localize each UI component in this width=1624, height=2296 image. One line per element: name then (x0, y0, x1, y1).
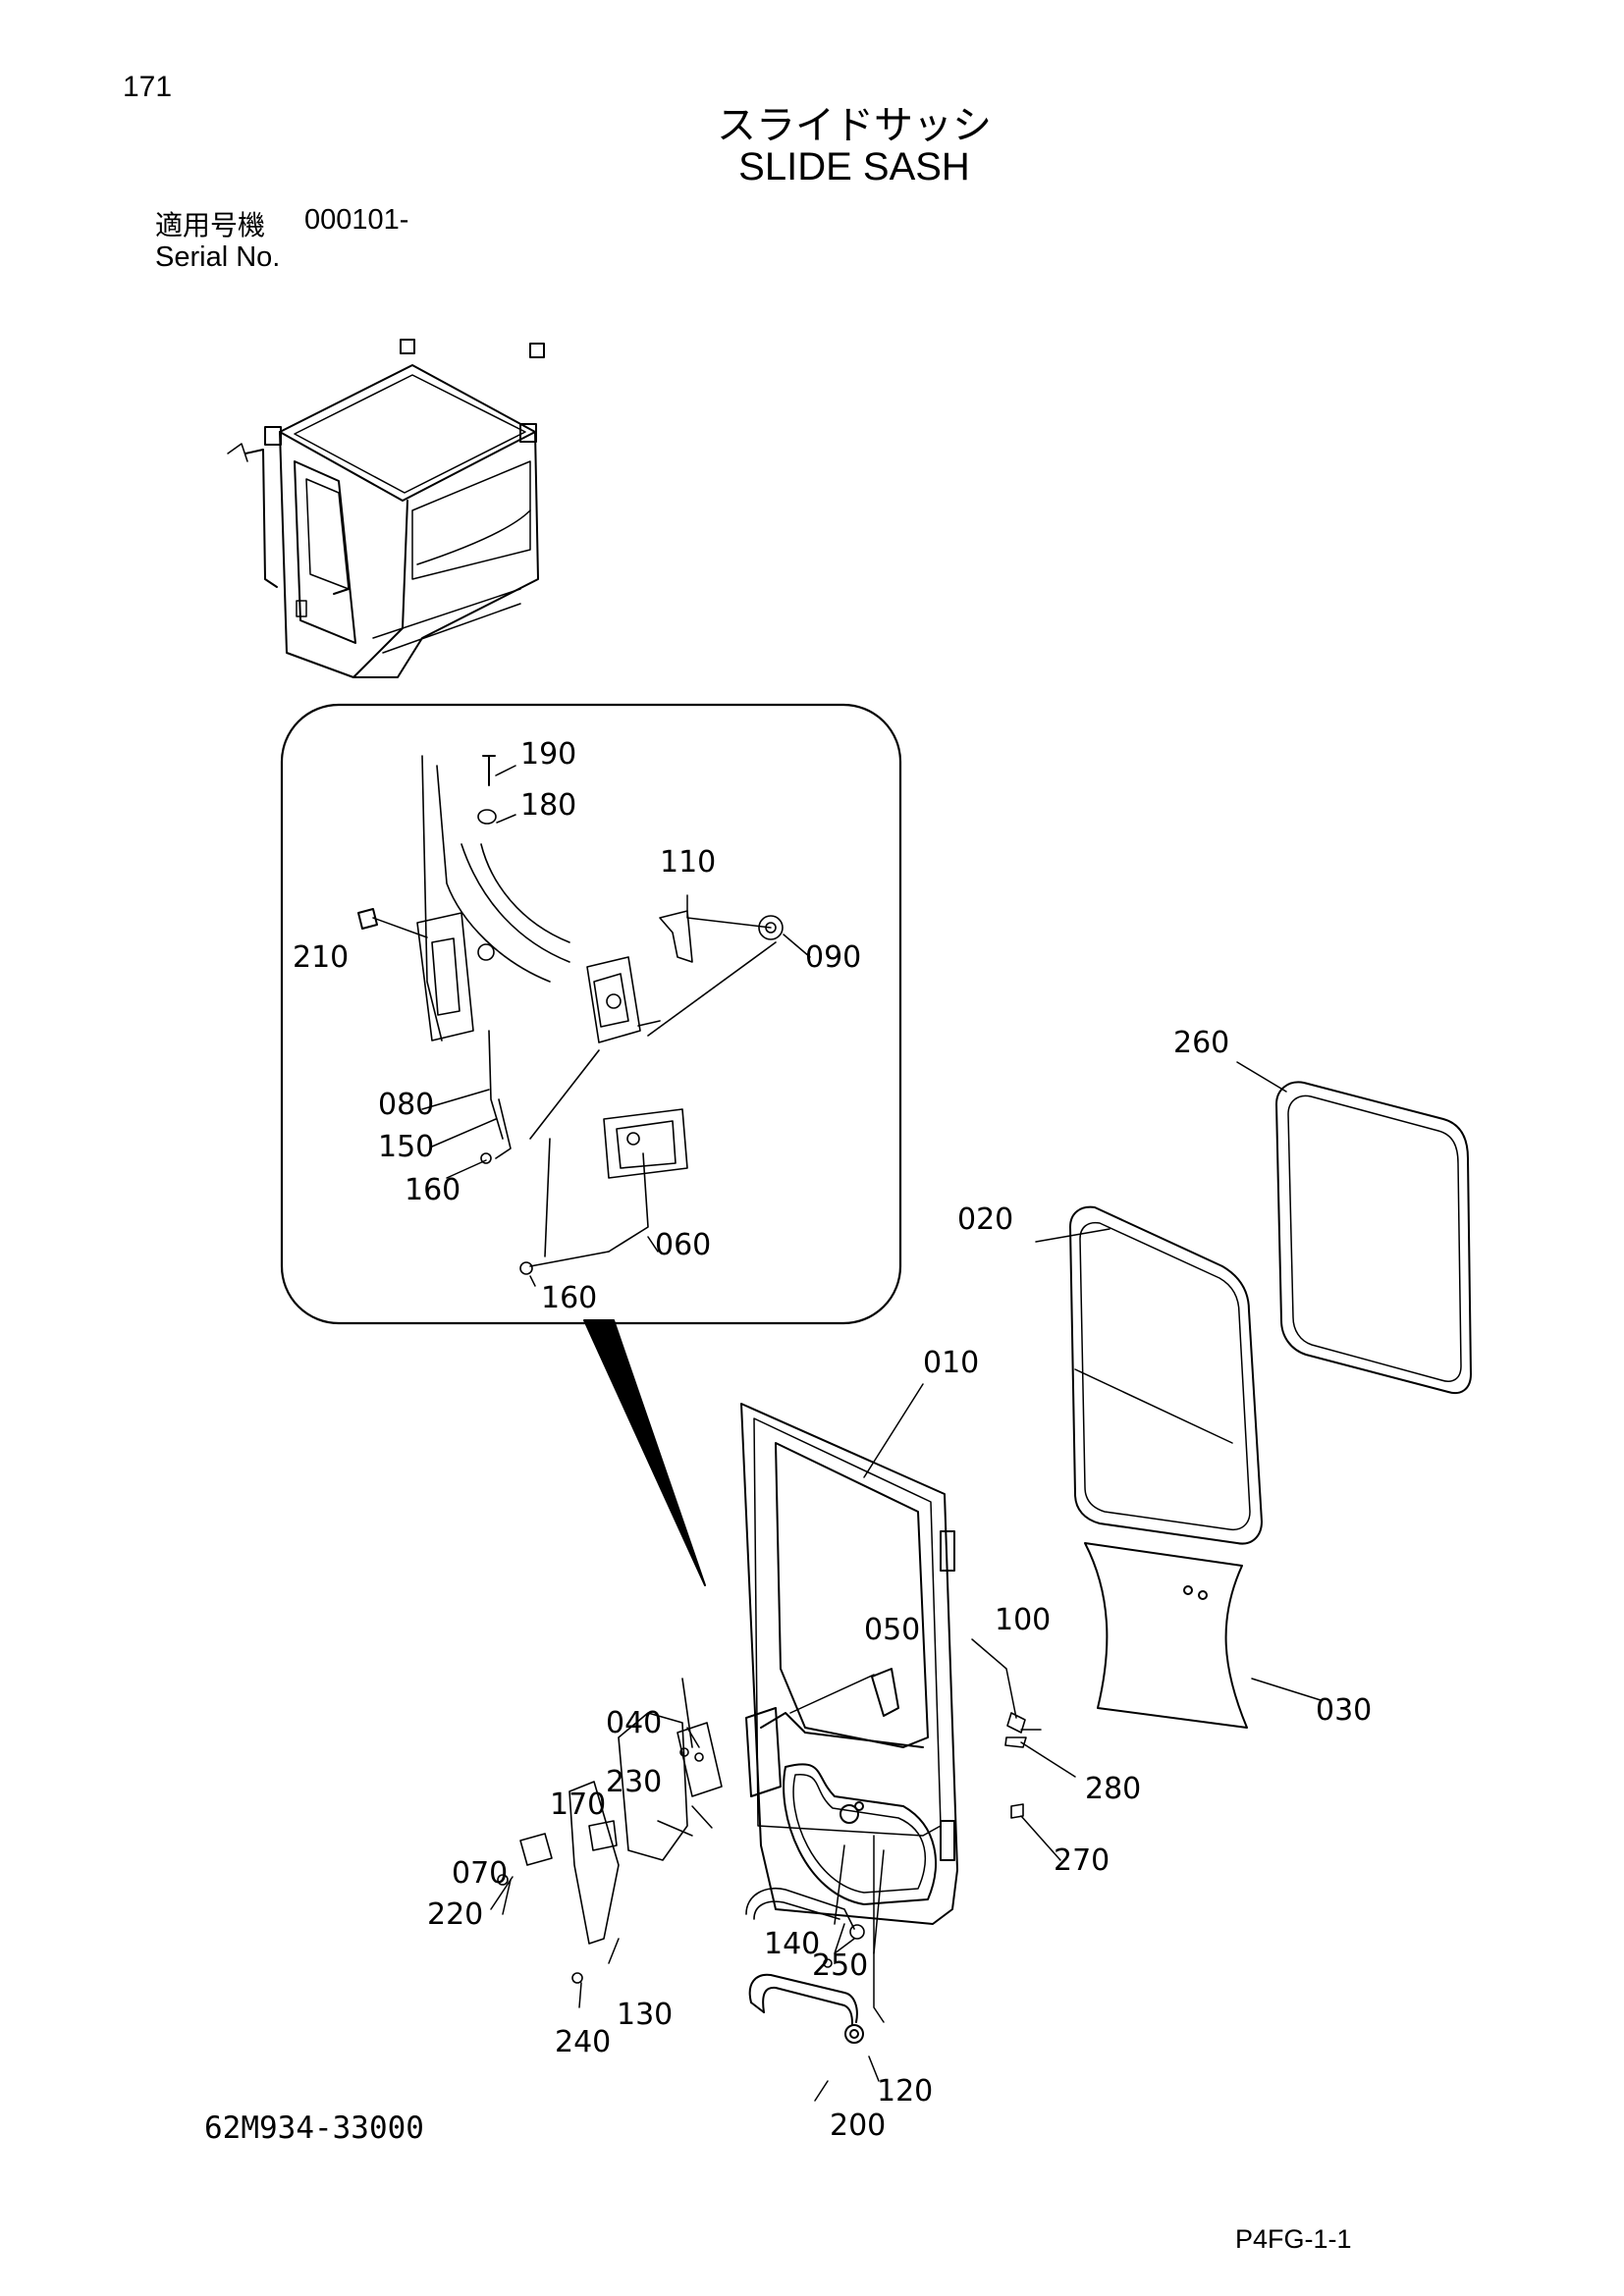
callout-250: 250 (812, 1949, 868, 1983)
title-japanese: スライドサッシ (717, 103, 992, 148)
page-number: 171 (123, 71, 173, 103)
callout-200: 200 (830, 2109, 886, 2143)
callout-150: 150 (378, 1130, 434, 1164)
callout-020: 020 (957, 1202, 1013, 1237)
lower-small-parts (497, 1678, 1027, 1984)
detail-latch-mechanism (357, 755, 784, 1275)
document-code: 62M934-33000 (204, 2110, 424, 2146)
glass-panel-part (1084, 1542, 1248, 1729)
callout-060: 060 (655, 1228, 711, 1262)
callout-260: 260 (1173, 1026, 1229, 1060)
callout-030: 030 (1316, 1693, 1372, 1728)
callout-210: 210 (293, 940, 349, 975)
callout-160-upper: 160 (405, 1173, 460, 1207)
callout-100: 100 (995, 1603, 1051, 1637)
callout-labels: 190 180 110 090 210 080 150 160 060 160 … (293, 737, 1372, 2143)
callout-240: 240 (555, 2025, 611, 2059)
callout-180: 180 (520, 788, 576, 823)
callout-040: 040 (606, 1706, 662, 1740)
leader-lines (490, 1061, 1322, 2102)
callout-050: 050 (864, 1613, 920, 1647)
serial-number-value: 000101- (304, 204, 409, 236)
cab-overview-illustration (227, 339, 545, 678)
callout-120: 120 (877, 2074, 933, 2109)
serial-label-english: Serial No. (155, 241, 281, 273)
callout-160-lower: 160 (541, 1281, 597, 1315)
detail-leader-lines (372, 765, 811, 1287)
title-english: SLIDE SASH (738, 145, 970, 188)
callout-080: 080 (378, 1088, 434, 1122)
detail-box (280, 703, 902, 1586)
callout-230: 230 (606, 1765, 662, 1799)
callout-280: 280 (1085, 1772, 1141, 1806)
door-frame-part (740, 1403, 958, 1925)
callout-220: 220 (427, 1897, 483, 1932)
callout-110: 110 (660, 845, 716, 880)
callout-070: 070 (452, 1856, 508, 1891)
callout-170: 170 (550, 1788, 606, 1822)
callout-010: 010 (923, 1346, 979, 1380)
page-reference: P4FG-1-1 (1235, 2224, 1352, 2254)
rubber-seal-outer-part (1275, 1081, 1472, 1394)
handle-part (748, 1973, 864, 2044)
callout-130: 130 (617, 1998, 673, 2032)
callout-140: 140 (764, 1927, 820, 1961)
callout-190: 190 (520, 737, 576, 772)
rubber-seal-part (1069, 1205, 1263, 1545)
callout-270: 270 (1054, 1843, 1110, 1878)
callout-090: 090 (805, 940, 861, 975)
serial-label-japanese: 適用号機 (155, 209, 266, 241)
